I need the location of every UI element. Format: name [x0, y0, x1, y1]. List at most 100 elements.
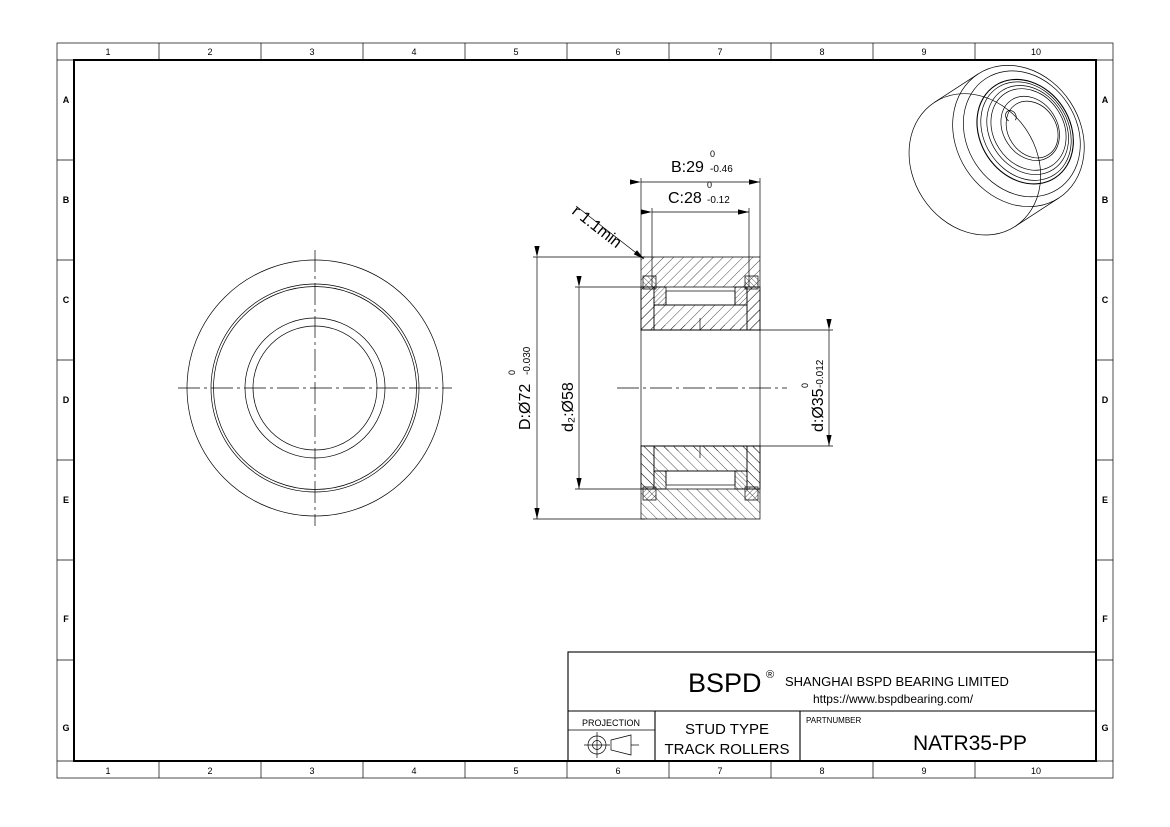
front-circle-raceway-d58	[244, 317, 386, 459]
ruler-row-b-right: B	[1102, 195, 1109, 205]
section-race-wall-left-upper	[640, 286, 655, 331]
ruler-column-ticks	[158, 43, 976, 778]
section-cage-right-upper	[734, 286, 748, 306]
section-seal-right-lower	[744, 486, 759, 501]
iso-seal-face	[986, 85, 1069, 175]
section-cage-left-upper	[653, 286, 667, 306]
ruler-row-a-right: A	[1102, 95, 1109, 105]
front-circle-outer-d72	[186, 259, 444, 517]
iso-silhouette-top	[934, 73, 979, 103]
ruler-col-4-bottom: 4	[411, 766, 416, 776]
dimension-d2-label: d₂:Ø58	[560, 382, 577, 432]
iso-seal-outer-edge2	[980, 81, 1072, 181]
ruler-row-b-left: B	[63, 195, 70, 205]
section-inner-race-lower	[653, 445, 748, 472]
partnumber-value: NATR35-PP	[913, 732, 1027, 755]
ruler-row-f-right: F	[1102, 614, 1108, 624]
ruler-col-6-bottom: 6	[615, 766, 620, 776]
first-angle-projection-icon	[584, 732, 639, 758]
section-seal-left-lower	[642, 486, 657, 501]
ruler-col-3-top: 3	[309, 47, 314, 57]
ruler-col-3-bottom: 3	[309, 766, 314, 776]
ruler-row-d-left: D	[63, 395, 70, 405]
iso-bore	[1005, 100, 1059, 159]
ruler-column-labels-bottom: 1 2 3 4 5 6 7 8 9 10	[105, 766, 1041, 776]
brand-name: BSPD	[688, 668, 762, 698]
iso-silhouette-bottom	[1014, 197, 1059, 227]
dimension-d-bore-tol-lower: -0.012	[815, 359, 826, 388]
company-name: SHANGHAI BSPD BEARING LIMITED	[785, 674, 1009, 689]
ruler-col-4-top: 4	[411, 47, 416, 57]
ruler-row-g-left: G	[62, 723, 69, 733]
dimension-b-tol-lower: -0.46	[710, 164, 733, 175]
ruler-col-2-bottom: 2	[207, 766, 212, 776]
ruler-row-labels-left: A B C D E F G	[62, 95, 69, 733]
ruler-row-e-left: E	[63, 495, 69, 505]
dimension-d-bore-diameter: d:Ø35 0 -0.012	[757, 319, 833, 447]
section-race-wall-right-upper	[746, 286, 761, 331]
title-block-frame	[567, 651, 1097, 762]
ruler-row-a-left: A	[63, 95, 70, 105]
ruler-row-d-right: D	[1102, 395, 1109, 405]
dimension-d-tol-lower: -0.030	[522, 346, 533, 375]
iso-outer-front-face	[952, 65, 1085, 208]
company-url: https://www.bspdbearing.com/	[813, 692, 974, 706]
section-race-wall-left-lower	[640, 445, 655, 490]
product-type-line2: TRACK ROLLERS	[664, 741, 789, 758]
ruler-col-8-top: 8	[819, 47, 824, 57]
dimension-c-tol-upper: 0	[707, 180, 712, 190]
front-circle-bore-d35	[252, 325, 378, 451]
title-block: BSPD ® SHANGHAI BSPD BEARING LIMITED htt…	[567, 651, 1097, 762]
dimension-c-tol-lower: -0.12	[707, 195, 730, 206]
ruler-row-c-right: C	[1102, 295, 1109, 305]
iso-lube-hole-icon	[1005, 110, 1017, 122]
section-race-wall-right-lower	[746, 445, 761, 490]
product-type-line1: STUD TYPE	[685, 721, 769, 738]
ruler-col-8-bottom: 8	[819, 766, 824, 776]
dimension-d-outer-diameter: D:Ø72 0 -0.030	[507, 246, 645, 520]
ruler-col-1-top: 1	[105, 47, 110, 57]
iso-inner-race-face	[1000, 95, 1060, 161]
ruler-col-7-bottom: 7	[717, 766, 722, 776]
ruler-row-f-left: F	[63, 614, 69, 624]
cross-section-view	[617, 256, 787, 520]
dimension-d-label: D:Ø72	[517, 384, 534, 430]
section-inner-race-upper	[653, 304, 748, 331]
projection-label: PROJECTION	[582, 718, 640, 728]
dimension-d2-raceway-diameter: d₂:Ø58	[560, 276, 658, 490]
iso-outer-chamfer-ring	[962, 70, 1081, 198]
iso-seal-outer-edge	[976, 78, 1074, 185]
ruler-col-9-bottom: 9	[921, 766, 926, 776]
partnumber-label: PARTNUMBER	[806, 716, 861, 725]
ruler-col-5-bottom: 5	[513, 766, 518, 776]
ruler-column-labels-top: 1 2 3 4 5 6 7 8 9 10	[105, 47, 1041, 57]
dimension-c-label: C:28	[668, 190, 702, 207]
ruler-col-10-top: 10	[1031, 47, 1041, 57]
front-circular-view	[178, 250, 452, 526]
dimension-b-label: B:29	[671, 159, 704, 176]
ruler-row-ticks	[57, 159, 1113, 661]
ruler-row-e-right: E	[1102, 495, 1108, 505]
iso-seal-face2	[990, 88, 1067, 171]
brand-registered-icon: ®	[766, 669, 774, 681]
ruler-col-5-top: 5	[513, 47, 518, 57]
dimension-d-bore-label: d:Ø35	[810, 388, 827, 432]
ruler-col-6-top: 6	[615, 47, 620, 57]
front-circle-outer-race-inner2	[213, 286, 417, 490]
isometric-3d-view	[908, 65, 1085, 236]
dimension-c-width: C:28 0 -0.12	[641, 180, 750, 287]
ruler-col-10-bottom: 10	[1031, 766, 1041, 776]
front-circle-outer-race-inner	[210, 283, 420, 493]
ruler-col-7-top: 7	[717, 47, 722, 57]
section-cage-left-lower	[653, 470, 667, 490]
section-seal-right-upper	[744, 275, 759, 290]
ruler-row-c-left: C	[63, 295, 70, 305]
dimension-b-width: B:29 0 -0.46	[630, 149, 761, 257]
ruler-row-labels-right: A B C D E F G	[1101, 95, 1108, 733]
dimension-b-tol-upper: 0	[710, 149, 715, 159]
dimension-d-bore-tol-upper: 0	[800, 383, 810, 388]
ruler-row-g-right: G	[1101, 723, 1108, 733]
ruler-col-2-top: 2	[207, 47, 212, 57]
